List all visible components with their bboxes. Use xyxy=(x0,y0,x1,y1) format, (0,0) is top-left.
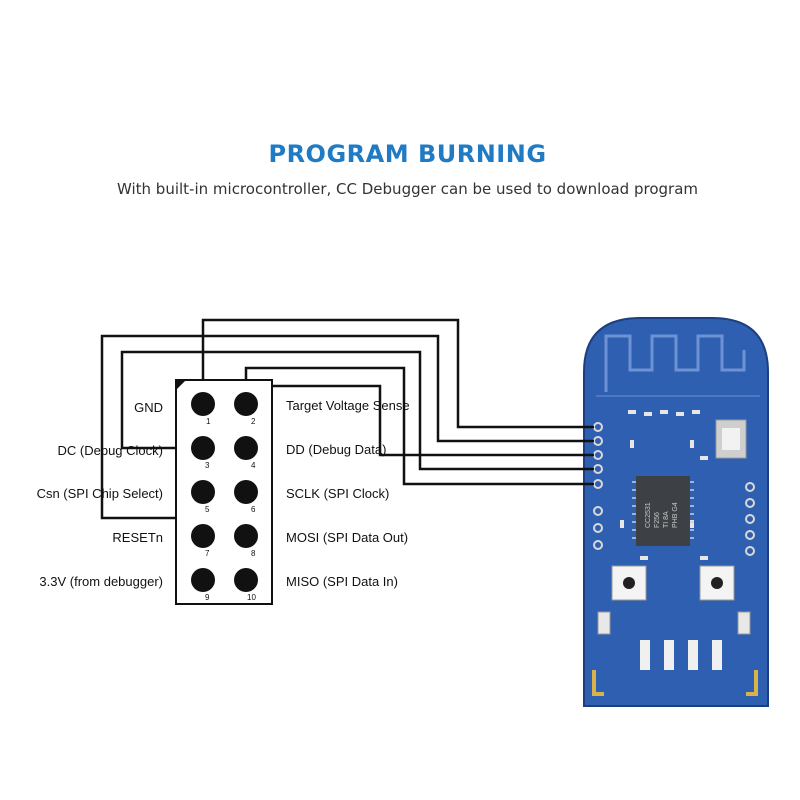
pin-number-3: 3 xyxy=(205,461,210,470)
usb-contacts xyxy=(640,640,722,670)
chip-marking-4: PHB G4 xyxy=(672,502,679,528)
pin-10 xyxy=(234,568,258,592)
chip-marking-3: TI 8A xyxy=(663,511,670,528)
debug-header: 1 2 3 4 5 6 7 8 9 10 xyxy=(175,379,273,605)
pin-number-10: 10 xyxy=(247,593,256,602)
label-dd: DD (Debug Data) xyxy=(286,442,386,457)
pcb-board: CC2531 F256 TI 8A PHB G4 xyxy=(583,317,769,707)
pin-number-1: 1 xyxy=(206,417,211,426)
smd-components xyxy=(620,410,708,560)
label-target-voltage: Target Voltage Sense xyxy=(286,398,410,413)
pin-number-7: 7 xyxy=(205,549,210,558)
push-button-left xyxy=(611,565,647,601)
pin-7 xyxy=(191,524,215,548)
label-3v3: 3.3V (from debugger) xyxy=(39,574,163,589)
mcu-chip: CC2531 F256 TI 8A PHB G4 xyxy=(632,476,694,546)
board-pads-right xyxy=(745,482,755,556)
antenna-trace xyxy=(604,334,746,392)
leds xyxy=(597,611,751,635)
pin-number-9: 9 xyxy=(205,593,210,602)
page-title: PROGRAM BURNING xyxy=(268,140,547,168)
chip-marking-1: CC2531 xyxy=(645,502,652,528)
right-pin-labels: Target Voltage Sense DD (Debug Data) SCL… xyxy=(286,398,410,589)
pin-number-6: 6 xyxy=(251,505,256,514)
pin-number-8: 8 xyxy=(251,549,256,558)
pin-2 xyxy=(234,392,258,416)
label-sclk: SCLK (SPI Clock) xyxy=(286,486,389,501)
pin-4 xyxy=(234,436,258,460)
pin-3 xyxy=(191,436,215,460)
pin-9 xyxy=(191,568,215,592)
label-gnd: GND xyxy=(134,400,163,415)
label-miso: MISO (SPI Data In) xyxy=(286,574,398,589)
page-subtitle: With built-in microcontroller, CC Debugg… xyxy=(116,180,698,198)
chip-marking-2: F256 xyxy=(654,512,661,528)
pin-number-4: 4 xyxy=(251,461,256,470)
wire-gnd xyxy=(201,318,594,429)
pin-6 xyxy=(234,480,258,504)
label-resetn: RESETn xyxy=(112,530,163,545)
label-csn: Csn (SPI Chip Select) xyxy=(37,486,163,501)
board-pads-left xyxy=(593,422,603,550)
left-pin-labels: GND DC (Debug Clock) Csn (SPI Chip Selec… xyxy=(37,400,163,589)
crystal xyxy=(715,419,747,459)
label-mosi: MOSI (SPI Data Out) xyxy=(286,530,408,545)
push-button-right xyxy=(699,565,735,601)
pin-8 xyxy=(234,524,258,548)
pin-number-2: 2 xyxy=(251,417,256,426)
pin-number-5: 5 xyxy=(205,505,210,514)
label-dc: DC (Debug Clock) xyxy=(58,443,163,458)
pin-5 xyxy=(191,480,215,504)
pin-1 xyxy=(191,392,215,416)
wire-dc xyxy=(120,350,594,471)
